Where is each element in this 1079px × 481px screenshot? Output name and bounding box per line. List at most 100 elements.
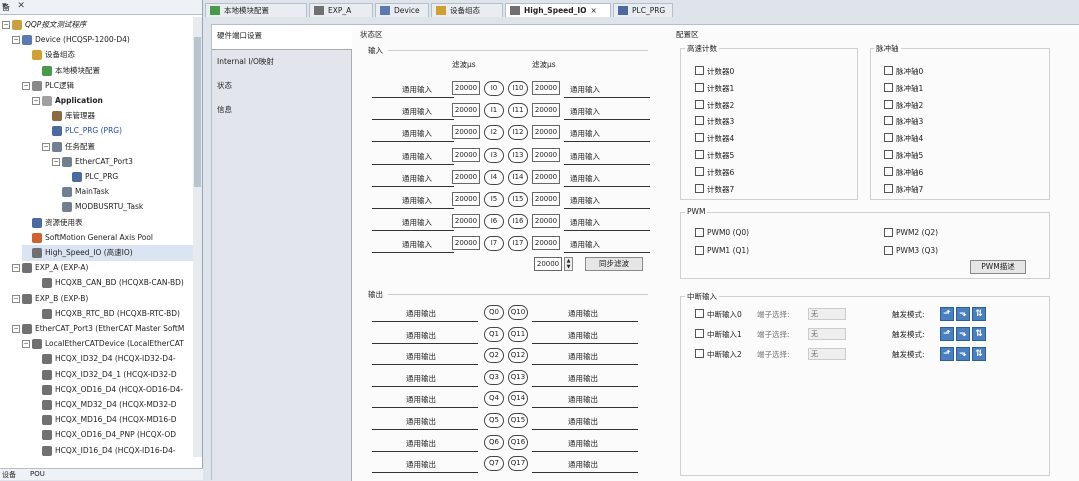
checkbox[interactable] xyxy=(695,82,704,92)
interrupt-checkbox[interactable] xyxy=(695,309,704,318)
filter-input-left[interactable]: 20000 xyxy=(452,236,480,251)
checkbox[interactable] xyxy=(884,133,893,143)
tree-node[interactable]: HCQX_ID32_D4 (HCQX-ID32-D4- xyxy=(32,351,176,367)
tree-node[interactable]: −PLC逻辑 xyxy=(22,78,74,94)
tree-toggle-icon[interactable]: − xyxy=(12,264,20,273)
tree-node[interactable]: HCQXB_CAN_BD (HCQXB-CAN-BD) xyxy=(32,275,184,291)
filter-input-right[interactable]: 20000 xyxy=(532,125,560,140)
tree-toggle-icon[interactable]: − xyxy=(32,97,40,105)
tree-node[interactable]: −EXP_B (EXP-B) xyxy=(12,291,88,307)
rising-edge-icon[interactable]: ⬏ xyxy=(940,307,954,321)
filter-input-left[interactable]: 20000 xyxy=(452,169,480,184)
tree-toggle-icon[interactable]: − xyxy=(12,294,20,303)
tree-node[interactable]: 库管理器 xyxy=(42,108,95,124)
filter-input-right[interactable]: 20000 xyxy=(532,214,560,229)
checkbox[interactable] xyxy=(695,183,704,193)
tree-toggle-icon[interactable]: − xyxy=(22,81,30,90)
tree-toggle-icon[interactable]: − xyxy=(52,157,60,166)
filter-input-right[interactable]: 20000 xyxy=(532,192,560,206)
subnav-io-mapping[interactable]: Internal I/O映射 xyxy=(217,57,274,66)
filter-input-left[interactable]: 20000 xyxy=(452,192,480,206)
tree-node[interactable]: HCQX_MD16_D4 (HCQX-MD16-D xyxy=(32,412,177,428)
tree-node[interactable]: 设备组态 xyxy=(22,47,75,63)
both-edge-icon[interactable]: ⇅ xyxy=(972,307,986,321)
tree-node[interactable]: HCQX_ID16_D4 (HCQX-ID16-D4- xyxy=(32,443,176,457)
checkbox[interactable] xyxy=(884,166,893,176)
tree-node[interactable]: −QQP报文测试程序 xyxy=(2,17,86,33)
subnav-hw-port[interactable]: 硬件端口设置 xyxy=(212,25,352,50)
filter-input-right[interactable]: 20000 xyxy=(532,147,560,162)
tree-node[interactable]: −LocalEtherCATDevice (LocalEtherCAT xyxy=(22,336,184,352)
tab-close-icon[interactable]: × xyxy=(590,6,597,15)
sync-filter-button[interactable]: 同步滤波 xyxy=(585,257,643,271)
tree-node[interactable]: HCQX_ID32_D4_1 (HCQX-ID32-D xyxy=(32,367,177,383)
pwm-describe-button[interactable]: PWM描述 xyxy=(970,260,1026,274)
tab-2[interactable]: Device xyxy=(375,3,429,17)
tree-toggle-icon[interactable]: − xyxy=(22,340,30,349)
filter-input-right[interactable]: 20000 xyxy=(532,236,560,251)
checkbox[interactable] xyxy=(695,66,704,75)
filter-input-left[interactable]: 20000 xyxy=(452,214,480,229)
checkbox[interactable] xyxy=(695,133,704,143)
sync-filter-input[interactable]: 20000 xyxy=(534,257,562,271)
filter-input-right[interactable]: 20000 xyxy=(532,169,560,184)
panel-pin-close-icons[interactable]: ▾ ✕ xyxy=(2,1,29,11)
tree-node[interactable]: −任务配置 xyxy=(42,139,95,155)
tree-node[interactable]: HCQX_MD32_D4 (HCQX-MD32-D xyxy=(32,397,177,413)
tree-node[interactable]: MODBUSRTU_Task xyxy=(52,199,143,215)
tree-node[interactable]: MainTask xyxy=(52,184,109,200)
sync-filter-spinner[interactable]: ▲▼ xyxy=(564,257,573,271)
interrupt-checkbox[interactable] xyxy=(695,329,704,338)
falling-edge-icon[interactable]: ⬎ xyxy=(956,347,970,361)
subnav-status[interactable]: 状态 xyxy=(217,81,232,90)
rising-edge-icon[interactable]: ⬏ xyxy=(940,327,954,341)
tree-node[interactable]: −Device (HCQSP-1200-D4) xyxy=(12,32,130,48)
tree-toggle-icon[interactable]: − xyxy=(12,36,20,45)
tree-toggle-icon[interactable]: − xyxy=(12,325,20,333)
checkbox[interactable] xyxy=(695,166,704,176)
subnav-info[interactable]: 信息 xyxy=(217,105,232,114)
tab-5[interactable]: PLC_PRG xyxy=(613,3,673,17)
tree-node[interactable]: PLC_PRG (PRG) xyxy=(42,123,122,139)
tree-node[interactable]: −EtherCAT_Port3 (EtherCAT Master SoftM xyxy=(12,321,184,337)
both-edge-icon[interactable]: ⇅ xyxy=(972,327,986,341)
tab-pou[interactable]: POU xyxy=(30,470,45,478)
tree-node[interactable]: SoftMotion General Axis Pool xyxy=(22,230,153,246)
filter-input-right[interactable]: 20000 xyxy=(532,103,560,118)
both-edge-icon[interactable]: ⇅ xyxy=(972,347,986,361)
falling-edge-icon[interactable]: ⬎ xyxy=(956,307,970,321)
filter-input-left[interactable]: 20000 xyxy=(452,103,480,118)
tree-node[interactable]: 本地模块配置 xyxy=(32,63,100,79)
tab-3[interactable]: 设备组态 xyxy=(431,3,503,17)
tab-4[interactable]: High_Speed_IO× xyxy=(505,3,611,17)
tree-node[interactable]: High_Speed_IO (高速IO) xyxy=(22,245,193,261)
port-select-input[interactable]: 无 xyxy=(808,348,846,360)
checkbox[interactable] xyxy=(884,116,893,126)
port-select-input[interactable]: 无 xyxy=(808,308,846,320)
tree-node[interactable]: −EXP_A (EXP-A) xyxy=(12,260,88,276)
checkbox[interactable] xyxy=(884,99,893,109)
checkbox[interactable] xyxy=(884,150,893,159)
port-select-input[interactable]: 无 xyxy=(808,328,846,340)
checkbox[interactable] xyxy=(884,82,893,92)
interrupt-checkbox[interactable] xyxy=(695,349,704,358)
tab-0[interactable]: 本地模块配置 xyxy=(205,3,307,17)
checkbox[interactable] xyxy=(695,116,704,126)
tree-scrollbar[interactable] xyxy=(193,17,202,457)
tree-node[interactable]: −EtherCAT_Port3 xyxy=(52,154,133,170)
filter-input-left[interactable]: 20000 xyxy=(452,125,480,140)
filter-input-right[interactable]: 20000 xyxy=(532,81,560,95)
tab-devices[interactable]: 设备 xyxy=(2,471,16,479)
tree-node[interactable]: 资源使用表 xyxy=(22,215,83,231)
pwm-checkbox[interactable] xyxy=(695,228,704,237)
rising-edge-icon[interactable]: ⬏ xyxy=(940,347,954,361)
filter-input-left[interactable]: 20000 xyxy=(452,147,480,162)
tree-node[interactable]: HCQXB_RTC_BD (HCQXB-RTC-BD) xyxy=(32,306,180,322)
pwm-checkbox[interactable] xyxy=(884,246,893,255)
tab-1[interactable]: EXP_A xyxy=(309,3,373,17)
pwm-checkbox[interactable] xyxy=(884,228,893,237)
tree-node[interactable]: −Application xyxy=(32,93,103,109)
falling-edge-icon[interactable]: ⬎ xyxy=(956,327,970,341)
tree-node[interactable]: PLC_PRG xyxy=(62,169,118,185)
checkbox[interactable] xyxy=(884,66,893,75)
